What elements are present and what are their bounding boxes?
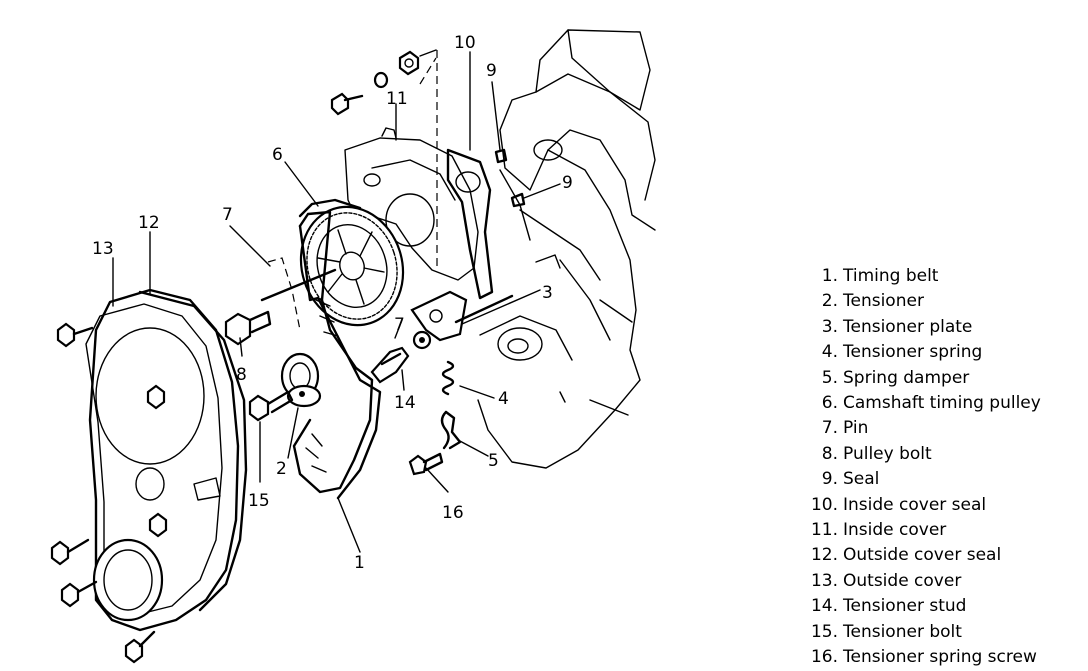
callout-5: 5 bbox=[488, 451, 499, 471]
legend-label: Tensioner spring bbox=[843, 342, 983, 363]
callout-4: 4 bbox=[498, 389, 509, 409]
alignment-lines bbox=[267, 50, 438, 331]
legend-number: 12. bbox=[810, 545, 838, 566]
legend-number: 6. bbox=[821, 393, 838, 414]
legend-label: Timing belt bbox=[843, 266, 939, 286]
legend-number: 2. bbox=[821, 291, 838, 312]
legend-item: 3.Tensioner plate bbox=[794, 315, 1088, 340]
legend-number: 15. bbox=[810, 621, 838, 642]
tensioner-spring bbox=[441, 360, 455, 396]
legend-label: Seal bbox=[843, 469, 880, 490]
leader-lines bbox=[112, 49, 561, 553]
legend-number: 14. bbox=[810, 596, 838, 617]
legend-number: 1. bbox=[821, 266, 838, 286]
legend-item: 6.Camshaft timing pulley bbox=[794, 391, 1088, 416]
callout-7-pin: 7 bbox=[222, 205, 233, 225]
callout-16: 16 bbox=[442, 503, 464, 523]
outside-cover-seal bbox=[138, 290, 248, 612]
legend-label: Pulley bolt bbox=[843, 443, 932, 464]
legend-number: 9. bbox=[821, 469, 838, 490]
callout-10: 10 bbox=[454, 33, 476, 53]
legend-item: 14.Tensioner stud bbox=[794, 594, 1088, 619]
callout-6: 6 bbox=[272, 145, 283, 165]
legend-number: 4. bbox=[821, 342, 838, 363]
pulley-bolt bbox=[224, 310, 272, 346]
legend-number: 16. bbox=[810, 647, 838, 668]
legend-label: Tensioner plate bbox=[843, 316, 973, 337]
legend-item: 12.Outside cover seal bbox=[794, 543, 1088, 568]
callout-labels: 1 2 3 4 5 6 7 7 8 9 9 10 11 12 13 14 15 … bbox=[92, 33, 573, 573]
legend-item: 13.Outside cover bbox=[794, 569, 1088, 594]
callout-9-lower: 9 bbox=[562, 173, 573, 193]
callout-11: 11 bbox=[386, 89, 408, 109]
legend-number: 10. bbox=[810, 494, 838, 515]
legend-label: Outside cover bbox=[843, 570, 962, 591]
legend-label: Tensioner spring screw bbox=[843, 647, 1037, 668]
callout-2: 2 bbox=[276, 459, 287, 479]
callout-1: 1 bbox=[354, 553, 365, 573]
legend-label: Inside cover bbox=[843, 520, 947, 541]
legend-number: 11. bbox=[810, 520, 838, 541]
callout-15: 15 bbox=[248, 491, 270, 511]
legend-item: 8.Pulley bolt bbox=[794, 442, 1088, 467]
timing-belt bbox=[292, 210, 382, 500]
legend-label: Camshaft timing pulley bbox=[843, 393, 1041, 414]
inside-cover-seal bbox=[446, 148, 494, 300]
callout-3: 3 bbox=[542, 283, 553, 303]
callout-12: 12 bbox=[138, 213, 160, 233]
legend-item: 10.Inside cover seal bbox=[794, 493, 1088, 518]
legend-number: 5. bbox=[821, 367, 838, 388]
legend-item: 16.Tensioner spring screw bbox=[794, 645, 1088, 670]
legend-label: Spring damper bbox=[843, 367, 970, 388]
callout-9-upper: 9 bbox=[486, 61, 497, 81]
callout-13: 13 bbox=[92, 239, 114, 259]
legend-item: 7.Pin bbox=[794, 416, 1088, 441]
legend-label: Tensioner bolt bbox=[843, 621, 962, 642]
legend-number: 13. bbox=[810, 570, 838, 591]
inside-cover-hardware bbox=[330, 50, 420, 116]
legend-number: 8. bbox=[821, 443, 838, 464]
legend-item: 15.Tensioner bolt bbox=[794, 620, 1088, 645]
legend-item: 2.Tensioner bbox=[794, 289, 1088, 314]
legend-item: 5.Spring damper bbox=[794, 366, 1088, 391]
tensioner-plate bbox=[410, 148, 526, 350]
engine-block bbox=[477, 29, 656, 469]
legend-item: 11.Inside cover bbox=[794, 518, 1088, 543]
tensioner-spring-screw bbox=[408, 452, 444, 476]
camshaft-timing-pulley bbox=[260, 198, 405, 327]
parts-legend: 1.Timing belt 2.Tensioner 3.Tensioner pl… bbox=[794, 264, 1088, 671]
tensioner-bolt bbox=[248, 390, 294, 422]
legend-label: Tensioner bbox=[843, 291, 924, 312]
legend-item: 4.Tensioner spring bbox=[794, 340, 1088, 365]
legend-label: Inside cover seal bbox=[843, 494, 987, 515]
legend-number: 7. bbox=[821, 418, 838, 439]
legend-label: Outside cover seal bbox=[843, 545, 1002, 566]
legend-item: 1.Timing belt bbox=[794, 264, 1088, 289]
tensioner-stud bbox=[370, 346, 410, 384]
legend-label: Pin bbox=[843, 418, 869, 439]
legend-number: 3. bbox=[821, 316, 838, 337]
callout-8: 8 bbox=[236, 365, 247, 385]
spring-damper bbox=[440, 410, 462, 450]
callout-7-tensioner: 7 bbox=[394, 315, 405, 335]
outside-cover bbox=[50, 288, 240, 664]
legend-label: Tensioner stud bbox=[843, 596, 967, 617]
callout-14: 14 bbox=[394, 393, 416, 413]
legend-item: 9.Seal bbox=[794, 467, 1088, 492]
tensioner bbox=[280, 352, 322, 408]
